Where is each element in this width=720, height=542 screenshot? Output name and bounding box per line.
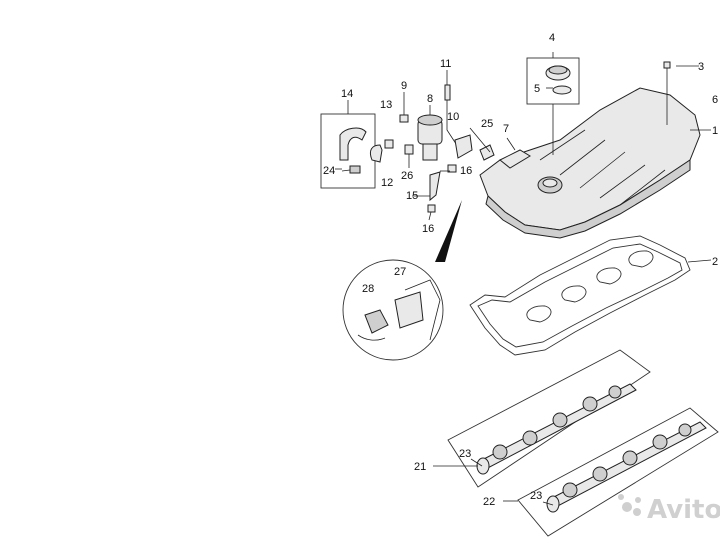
- callout-27: 27: [394, 266, 406, 278]
- camshaft-exhaust-frame: [517, 407, 719, 537]
- head-cover-gasket: [469, 235, 691, 356]
- callout-16b: 16: [422, 223, 434, 235]
- callout-28: 28: [362, 283, 374, 295]
- callout-12: 12: [381, 177, 393, 189]
- detail-circle: [342, 200, 462, 361]
- callout-10: 10: [447, 111, 459, 123]
- oil-cap-frame: [526, 52, 580, 155]
- cover-bolt: [663, 61, 671, 125]
- pcv-hose: [499, 137, 531, 169]
- callout-9: 9: [401, 80, 407, 92]
- callout-25: 25: [481, 118, 493, 130]
- callout-22: 22: [483, 496, 495, 508]
- callout-24: 24: [323, 165, 335, 177]
- callout-23a: 23: [459, 448, 471, 460]
- callout-13: 13: [380, 99, 392, 111]
- callout-14: 14: [341, 88, 353, 100]
- oil-separator-assembly: [369, 70, 495, 213]
- cylinder-head-cover: [479, 87, 701, 239]
- callout-15: 15: [406, 190, 418, 202]
- watermark-text: Avito: [647, 495, 720, 525]
- avito-watermark: Avito: [618, 494, 720, 525]
- camshaft-intake-frame: [447, 349, 651, 488]
- callout-7: 7: [503, 123, 509, 135]
- callout-11: 11: [440, 58, 451, 70]
- callout-21: 21: [414, 461, 426, 473]
- callout-8: 8: [427, 93, 433, 105]
- callout-2: 2: [712, 256, 718, 268]
- callout-16a: 16: [460, 165, 472, 177]
- callout-23b: 23: [530, 490, 542, 502]
- callout-labels: 1 2 3 4 5 6 7 8 9 10 11 12 13 14 15 16 1…: [323, 32, 718, 508]
- leader-lines: [335, 65, 712, 506]
- callout-26: 26: [401, 170, 413, 182]
- callout-4: 4: [549, 32, 555, 44]
- callout-3: 3: [698, 61, 704, 73]
- callout-1: 1: [712, 125, 718, 137]
- callout-5: 5: [534, 83, 540, 95]
- callout-6: 6: [712, 94, 718, 106]
